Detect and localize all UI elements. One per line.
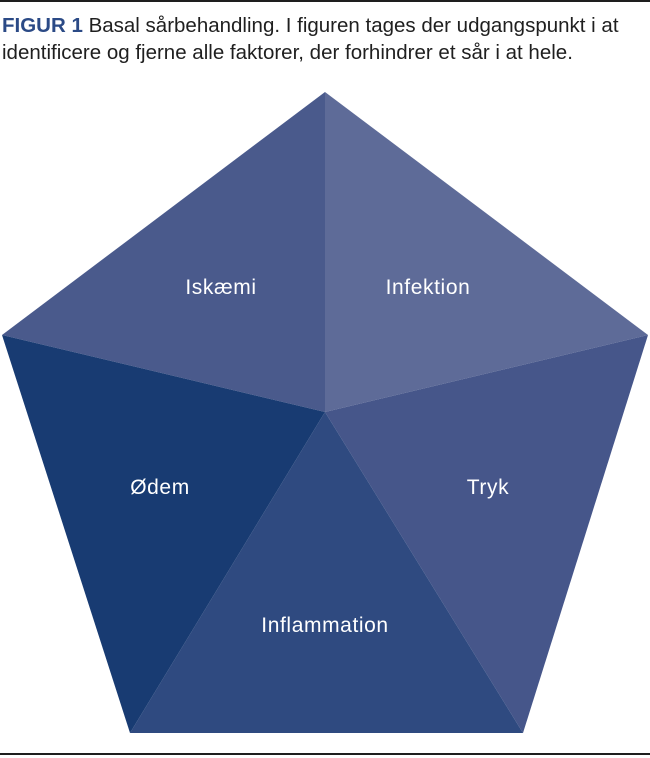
figure-caption: FIGUR 1 Basal sårbehandling. I figuren t…	[2, 12, 648, 66]
segment-odem	[2, 335, 325, 733]
label-odem: Ødem	[130, 476, 190, 499]
label-infektion: Infektion	[386, 276, 471, 299]
label-inflammation: Inflammation	[261, 614, 388, 637]
bottom-rule	[0, 753, 650, 755]
segment-inflammation	[130, 412, 523, 733]
segment-infektion	[325, 92, 648, 412]
segment-iskaemi	[2, 92, 325, 412]
label-tryk: Tryk	[467, 476, 509, 499]
label-iskaemi: Iskæmi	[185, 276, 256, 299]
figure-label: FIGUR 1	[2, 14, 83, 37]
top-rule	[0, 0, 650, 2]
figure-caption-text: Basal sårbehandling. I figuren tages der…	[2, 14, 619, 64]
segment-tryk	[325, 335, 648, 733]
